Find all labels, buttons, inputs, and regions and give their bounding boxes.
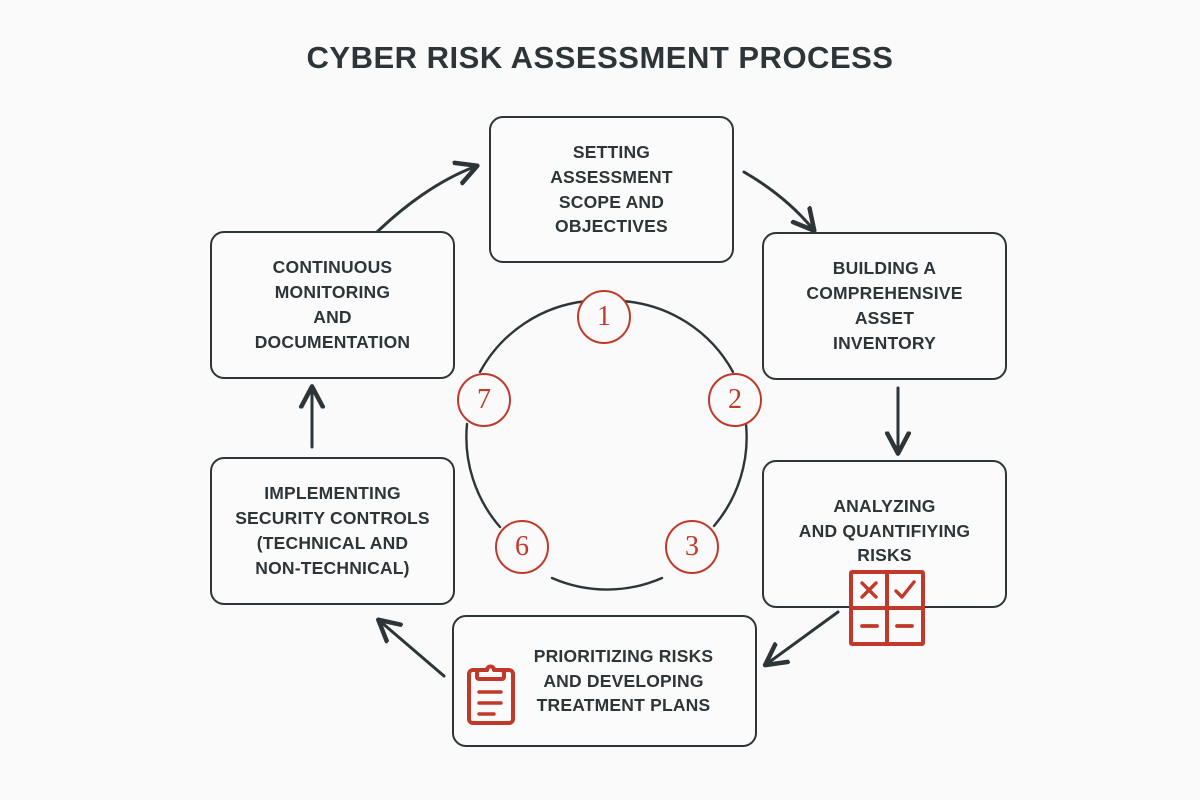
process-step-label-5: IMPLEMENTING SECURITY CONTROLS (TECHNICA… (235, 483, 430, 578)
process-step-box-2[interactable]: BUILDING A COMPREHENSIVE ASSET INVENTORY (762, 232, 1007, 380)
process-step-label-2: BUILDING A COMPREHENSIVE ASSET INVENTORY (806, 258, 963, 353)
process-step-box-1[interactable]: SETTING ASSESSMENT SCOPE AND OBJECTIVES (489, 116, 734, 263)
arrow-step3-to-step4 (768, 610, 840, 663)
step-number-marker-1: 1 (577, 290, 631, 344)
page-title: CYBER RISK ASSESSMENT PROCESS (306, 40, 894, 75)
step-number-marker-3: 3 (665, 520, 719, 574)
arrow-step1-to-step2 (742, 170, 812, 228)
process-step-box-3[interactable]: ANALYZING AND QUANTIFIYING RISKS (762, 460, 1007, 608)
arrow-step6-to-step1 (370, 167, 474, 239)
arrow-step4-to-step5 (381, 622, 446, 678)
process-step-box-5[interactable]: IMPLEMENTING SECURITY CONTROLS (TECHNICA… (210, 457, 455, 605)
step-number-marker-2: 2 (708, 373, 762, 427)
process-step-label-1: SETTING ASSESSMENT SCOPE AND OBJECTIVES (550, 141, 673, 237)
process-step-label-6: CONTINUOUS MONITORING AND DOCUMENTATION (254, 257, 411, 352)
process-step-label-4: PRIORITIZING RISKS AND DEVELOPING TREATM… (533, 645, 714, 716)
cycle-ring (465, 299, 748, 591)
step-number-marker-7: 7 (457, 373, 511, 427)
process-step-label-3: ANALYZING AND QUANTIFIYING RISKS (798, 495, 971, 566)
process-step-box-4[interactable]: PRIORITIZING RISKS AND DEVELOPING TREATM… (452, 615, 757, 747)
process-step-box-6[interactable]: CONTINUOUS MONITORING AND DOCUMENTATION (210, 231, 455, 379)
step-number-marker-6: 6 (495, 520, 549, 574)
